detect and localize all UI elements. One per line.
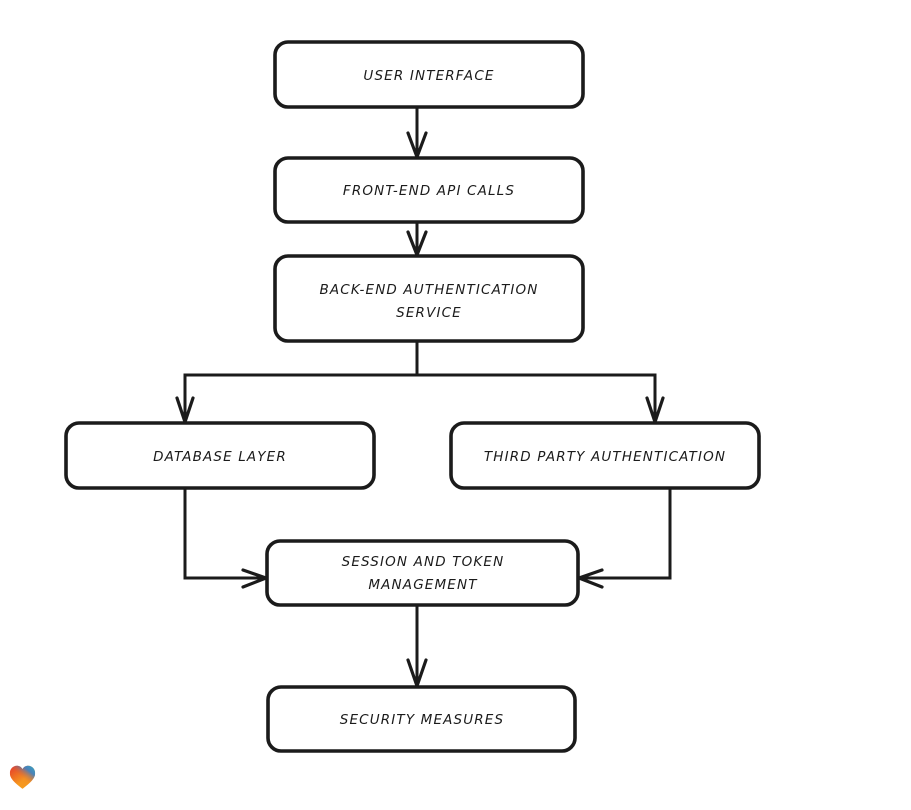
node-back-end-authentication-service[interactable]: BACK-END AUTHENTICATION SERVICE [273, 254, 585, 343]
heart-accent-gradient [9, 765, 36, 789]
node-shape[interactable] [266, 685, 577, 753]
node-label-line-1: BACK-END AUTHENTICATION [319, 282, 538, 298]
node-front-end-api-calls[interactable]: FRONT-END API CALLS [273, 156, 585, 224]
node-shape[interactable] [449, 421, 761, 490]
edge-user-interface-to-front-end-api-calls [406, 105, 428, 159]
node-user-interface[interactable]: USER INTERFACE [273, 40, 585, 109]
heart-icon [9, 765, 36, 789]
node-shape[interactable] [273, 156, 585, 224]
edge-back-end-authentication-service-to-branches [183, 339, 657, 377]
edge-third-party-authentication-to-session-and-token-management [577, 486, 672, 589]
edge-line [183, 486, 267, 580]
node-shape[interactable] [273, 40, 585, 109]
node-label-line-1: SESSION AND TOKEN [342, 554, 505, 570]
node-label: DATABASE LAYER [153, 449, 287, 465]
node-label: USER INTERFACE [363, 68, 494, 84]
node-security-measures[interactable]: SECURITY MEASURES [266, 685, 577, 753]
node-shape[interactable] [64, 421, 376, 490]
edge-line [578, 486, 672, 580]
edge-session-and-token-management-to-security-measures [406, 603, 428, 688]
node-shape[interactable] [265, 539, 580, 607]
node-label: FRONT-END API CALLS [343, 183, 515, 199]
edge-database-layer-to-session-and-token-management [183, 486, 268, 589]
heart-shape [9, 765, 36, 789]
node-label-line-2: SERVICE [396, 305, 462, 321]
node-label-line-2: MANAGEMENT [368, 577, 478, 593]
edge-back-end-authentication-service-to-third-party-authentication [645, 373, 665, 424]
node-label: THIRD PARTY AUTHENTICATION [484, 449, 726, 465]
node-shape[interactable] [273, 254, 585, 343]
node-session-and-token-management[interactable]: SESSION AND TOKEN MANAGEMENT [265, 539, 580, 607]
node-third-party-authentication[interactable]: THIRD PARTY AUTHENTICATION [449, 421, 761, 490]
edge-back-end-authentication-service-to-database-layer [175, 373, 195, 424]
node-database-layer[interactable]: DATABASE LAYER [64, 421, 376, 490]
edge-front-end-api-calls-to-back-end-authentication-service [406, 220, 428, 257]
node-label: SECURITY MEASURES [340, 712, 504, 728]
